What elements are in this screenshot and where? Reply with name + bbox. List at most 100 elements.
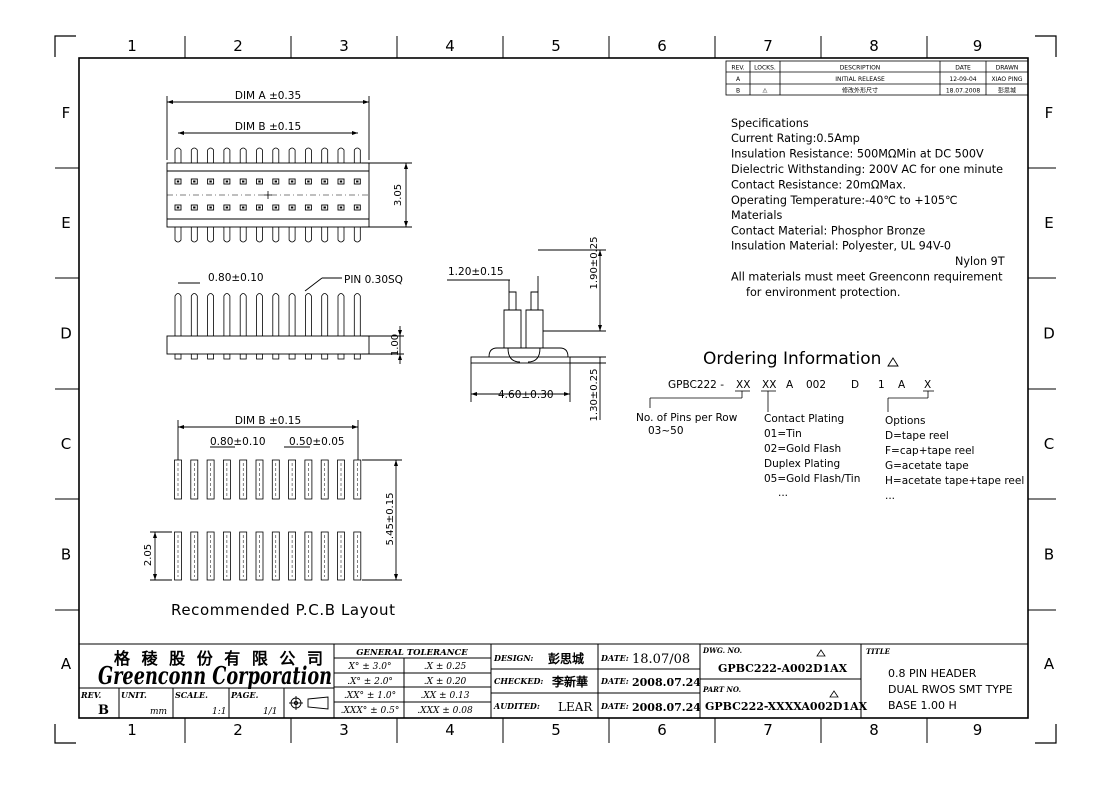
ordering-information: Ordering Information GPBC222 - XX XX A 0…: [636, 349, 1024, 502]
pcb-pad: [222, 531, 231, 581]
title-block: 格 稜 股 份 有 限 公 司 Greenconn Corporation RE…: [78, 643, 1029, 719]
rev-row-a-description: INITIAL RELEASE: [835, 76, 885, 83]
pcb-pad: [288, 531, 297, 581]
zone-column-label: 6: [657, 721, 667, 739]
pin-lead: [337, 293, 345, 336]
checked-value: 李新華: [551, 674, 588, 689]
pin-dot: [193, 206, 196, 209]
pin-lead: [321, 227, 329, 243]
options-line: H=acetate tape+tape reel: [885, 475, 1024, 487]
dwg-revision-triangle-icon: [816, 649, 826, 657]
pin-lead: [223, 293, 231, 336]
pcb-pad: [239, 459, 248, 500]
title-label: TITLE: [866, 647, 891, 656]
pin-dot: [356, 180, 359, 183]
tolerance-angle-0: X° ± 3.0°: [348, 662, 392, 672]
zone-column-label: 7: [763, 37, 773, 55]
options-line: F=cap+tape reel: [885, 445, 974, 457]
spec-line: All materials must meet Greenconn requir…: [731, 271, 1003, 284]
pin-foot: [337, 353, 345, 360]
zone-row-label: E: [1044, 214, 1053, 232]
pin-square: [239, 178, 247, 185]
pcb-pad: [206, 531, 215, 581]
pin-lead: [256, 293, 263, 336]
date-design: 18.07/08: [632, 652, 690, 667]
dim-a-label: DIM A ±0.35: [235, 90, 301, 102]
pin-foot: [288, 353, 296, 360]
pin-lead: [223, 147, 231, 163]
pin-dot: [274, 206, 277, 209]
pin-dot: [242, 180, 245, 183]
zone-column-label: 7: [763, 721, 773, 739]
design-label: DESIGN:: [493, 653, 533, 663]
pin-square: [207, 204, 215, 211]
pin-lead: [337, 147, 345, 163]
spec-line: Operating Temperature:-40℃ to +105℃: [731, 194, 958, 207]
pin-square: [321, 178, 329, 185]
rev-row-a-drawn: XIAO PING: [991, 76, 1022, 83]
unit-value: mm: [150, 707, 167, 717]
order-code-plating: XX: [762, 379, 776, 391]
pin-square: [288, 178, 296, 185]
pin-lead: [256, 147, 263, 163]
scale-label: SCALE.: [175, 690, 208, 700]
order-code-pins: XX: [736, 379, 750, 391]
spec-line: Contact Resistance: 20mΩMax.: [731, 179, 906, 192]
date-label: DATE:: [600, 701, 629, 711]
pin-lead: [239, 293, 247, 336]
height-label: 3.05: [393, 184, 404, 206]
pcb-pad-length-label: 2.05: [143, 544, 154, 566]
pin-square: [353, 178, 361, 185]
zone-column-label: 8: [869, 37, 879, 55]
unit-label: UNIT.: [121, 690, 147, 700]
pin-foot: [256, 353, 263, 360]
zone-column-label: 5: [551, 721, 561, 739]
frame-corners: [54, 35, 1057, 744]
plating-line: 05=Gold Flash/Tin: [764, 473, 860, 485]
part-no-value: GPBC222-XXXXA002D1AX: [705, 700, 868, 713]
pin-foot: [223, 353, 231, 360]
dwg-no-value: GPBC222-A002D1AX: [718, 662, 848, 675]
side-view: 1.20±0.15 4.60±0.30 1.90±0.25 1.30±0.25: [447, 237, 606, 422]
pin-lead: [305, 147, 312, 163]
pin-dot: [307, 206, 310, 209]
pin-dot: [209, 180, 212, 183]
revision-table: [725, 60, 1029, 96]
pin-square: [288, 204, 296, 211]
rev-row-b-locks: ⚠: [762, 88, 768, 95]
zone-row-label: A: [61, 655, 72, 673]
date-checked: 2008.07.24: [632, 676, 701, 689]
pcb-layout-title: Recommended P.C.B Layout: [171, 601, 396, 619]
spec-line: for environment protection.: [746, 286, 900, 299]
rev-row-b-drawn: 彭思城: [998, 87, 1016, 95]
company-chinese-name: 格 稜 股 份 有 限 公 司: [114, 649, 326, 668]
pcb-pad-label: 0.50±0.05: [289, 436, 345, 448]
pin-square: [190, 204, 198, 211]
zone-column-label: 1: [127, 37, 137, 55]
pin-dot: [258, 206, 261, 209]
title-line: 0.8 PIN HEADER: [888, 667, 977, 680]
side-height-bottom-label: 1.30±0.25: [589, 369, 600, 422]
pcb-pad: [353, 459, 362, 500]
pin-dot: [242, 206, 245, 209]
zone-column-label: 2: [233, 37, 243, 55]
pin-lead: [190, 293, 198, 336]
pin-dot: [176, 180, 180, 183]
front-view-pins: [174, 293, 361, 360]
pin-lead: [288, 147, 296, 163]
pin-square: [207, 178, 215, 185]
rev-row-b-rev: B: [736, 88, 740, 95]
pin-dot: [339, 180, 343, 183]
pcb-pad: [353, 531, 362, 581]
part-no-label: PART NO.: [702, 685, 741, 694]
tolerance-linear-1: .X ± 0.20: [424, 677, 467, 687]
order-code-options: X: [924, 379, 931, 391]
zone-column-label: 6: [657, 37, 667, 55]
pcb-pad: [337, 531, 345, 581]
zone-row-label: F: [1045, 104, 1054, 122]
pcb-pad: [320, 459, 329, 500]
pin-square: [256, 204, 263, 211]
spec-line: Nylon 9T: [955, 255, 1005, 268]
